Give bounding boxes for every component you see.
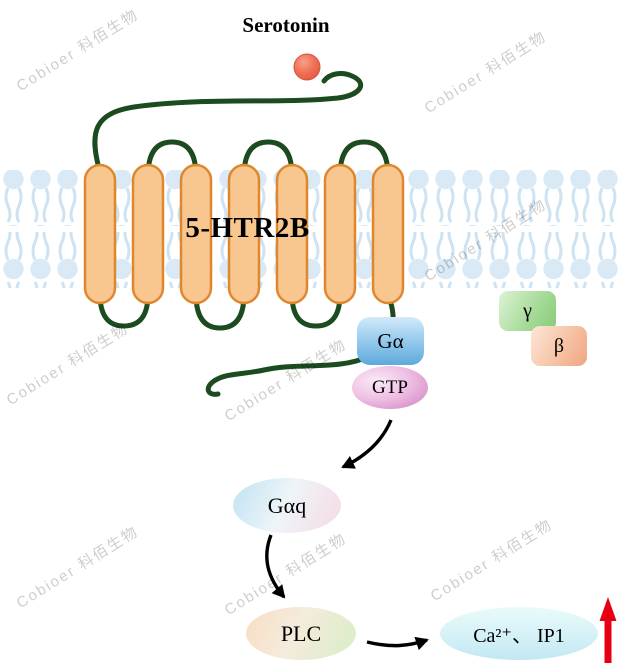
- helix-5: [275, 163, 309, 305]
- beta-subunit: β: [531, 326, 587, 366]
- g-alpha-subunit: Gα: [357, 317, 424, 365]
- arrow-gaq-to-plc: [265, 534, 286, 599]
- extracellular-loop-3: [337, 139, 391, 179]
- gaq-node: Gαq: [233, 478, 341, 533]
- helix-7: [371, 163, 405, 305]
- helix-3: [179, 163, 213, 305]
- helix-6: [323, 163, 357, 305]
- intracellular-loop-1: [97, 291, 151, 329]
- extracellular-loop-1: [145, 139, 199, 179]
- extracellular-loop-2: [241, 139, 295, 179]
- plc-node: PLC: [246, 607, 356, 660]
- serotonin-ligand: [293, 53, 321, 81]
- transmembrane-helices: [83, 163, 405, 305]
- arrow-gtp-to-gaq: [341, 419, 393, 469]
- helix-2: [131, 163, 165, 305]
- helix-1: [83, 163, 117, 305]
- intracellular-loop-3: [289, 291, 343, 329]
- serotonin-label: Serotonin: [242, 13, 330, 37]
- arrow-plc-to-output: [366, 636, 429, 651]
- gamma-subunit: γ: [499, 291, 556, 331]
- output-node: Ca²⁺、 IP1: [440, 607, 598, 660]
- increase-arrow: [599, 597, 617, 663]
- n-terminus-loop: [92, 71, 364, 175]
- gtp-badge: GTP: [352, 366, 428, 409]
- receptor-label: 5-HTR2B: [185, 212, 310, 244]
- intracellular-loop-2: [193, 291, 247, 331]
- signal-arrows: [265, 419, 429, 651]
- helix-4: [227, 163, 261, 305]
